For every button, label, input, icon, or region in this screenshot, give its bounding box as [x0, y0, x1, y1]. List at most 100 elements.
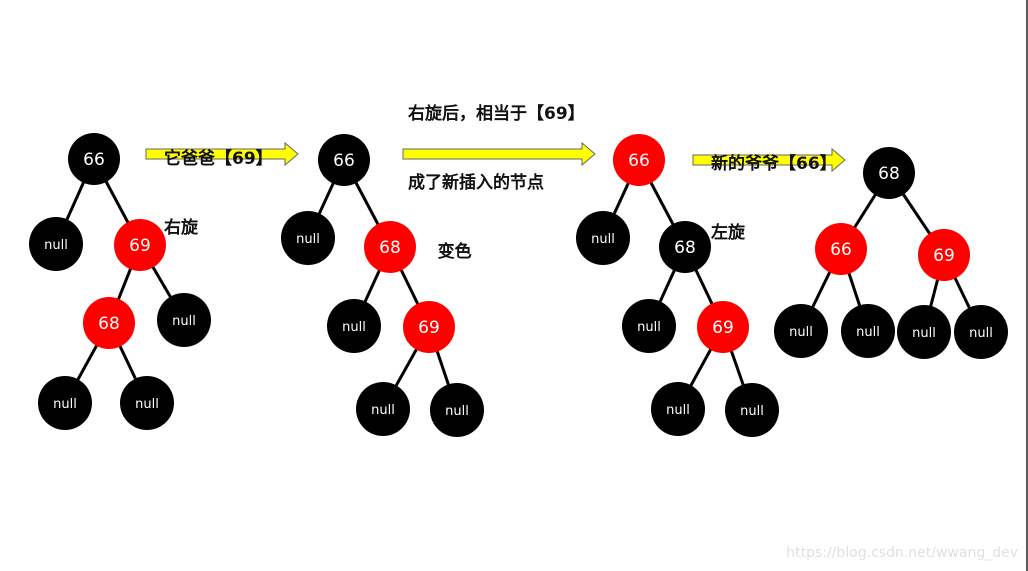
node-circle [659, 221, 711, 273]
null-leaf-node: null [327, 299, 381, 353]
tree-node-69: 69 [114, 219, 166, 271]
caption-after-rotate: 右旋后，相当于【69】 成了新插入的节点 变色 [408, 57, 585, 287]
node-label: null [591, 232, 615, 247]
caption-line: 它爸爸【69】 [164, 149, 273, 169]
null-leaf-node: null [29, 217, 83, 271]
null-leaf-node: null [622, 299, 676, 353]
caption-line: 变色 [408, 242, 472, 262]
node-circle [403, 301, 455, 353]
node-label: 68 [878, 164, 900, 184]
node-circle [364, 221, 416, 273]
tree-node-68: 68 [659, 221, 711, 273]
node-circle [613, 134, 665, 186]
node-label: 68 [379, 238, 401, 258]
node-label: 69 [712, 318, 734, 338]
node-circle [281, 211, 335, 265]
node-circle [897, 305, 951, 359]
null-leaf-node: null [725, 383, 779, 437]
tree-node-66: 66 [815, 223, 867, 275]
null-leaf-node: null [774, 304, 828, 358]
null-leaf-node: null [576, 211, 630, 265]
node-circle [356, 382, 410, 436]
node-label: null [44, 238, 68, 253]
tree-node-69: 69 [403, 301, 455, 353]
node-circle [157, 293, 211, 347]
node-circle [725, 383, 779, 437]
node-label: 66 [830, 240, 852, 260]
node-circle [38, 376, 92, 430]
watermark: https://blog.csdn.net/wwang_dev [786, 545, 1018, 561]
null-leaf-node: null [157, 293, 211, 347]
node-label: null [666, 403, 690, 418]
null-leaf-node: null [841, 304, 895, 358]
node-label: 66 [333, 151, 355, 171]
node-label: null [969, 326, 993, 341]
node-circle [841, 304, 895, 358]
tree-node-68: 68 [83, 297, 135, 349]
tree-node-66: 66 [318, 134, 370, 186]
node-circle [954, 305, 1008, 359]
null-leaf-node: null [897, 305, 951, 359]
tree-node-66: 66 [613, 134, 665, 186]
node-circle [651, 382, 705, 436]
node-circle [863, 147, 915, 199]
node-circle [918, 229, 970, 281]
node-label: 68 [674, 238, 696, 258]
node-label: 69 [933, 246, 955, 266]
caption-right-rotate: 它爸爸【69】 右旋 [164, 102, 273, 263]
right-border [1026, 0, 1028, 571]
caption-line: 新的爷爷【66】 [711, 154, 837, 174]
arrow-icon [402, 141, 596, 167]
node-label: null [371, 403, 395, 418]
node-label: null [740, 404, 764, 419]
null-leaf-node: null [954, 305, 1008, 359]
null-leaf-node: null [120, 376, 174, 430]
node-label: null [172, 314, 196, 329]
node-circle [114, 219, 166, 271]
node-label: null [856, 325, 880, 340]
node-label: null [53, 397, 77, 412]
tree-node-68: 68 [863, 147, 915, 199]
null-leaf-node: null [38, 376, 92, 430]
node-label: null [342, 320, 366, 335]
node-label: null [135, 397, 159, 412]
node-circle [68, 133, 120, 185]
node-circle [622, 299, 676, 353]
tree-node-68: 68 [364, 221, 416, 273]
null-leaf-node: null [651, 382, 705, 436]
caption-line: 右旋后，相当于【69】 [408, 104, 585, 124]
null-leaf-node: null [430, 383, 484, 437]
node-label: null [912, 326, 936, 341]
caption-line: 右旋 [164, 218, 198, 238]
tree-node-69: 69 [918, 229, 970, 281]
node-label: 68 [98, 314, 120, 334]
node-label: null [296, 232, 320, 247]
node-label: 66 [628, 151, 650, 171]
node-circle [83, 297, 135, 349]
tree-node-69: 69 [697, 301, 749, 353]
node-label: 69 [418, 318, 440, 338]
node-label: 69 [129, 236, 151, 256]
null-leaf-node: null [356, 382, 410, 436]
transition-arrows [145, 141, 846, 173]
caption-line: 左旋 [711, 223, 745, 243]
node-circle [29, 217, 83, 271]
arrow-icon [692, 147, 846, 173]
tree-nodes: 66 null 69 68 null null null 66 null 68 null 69 null… [29, 133, 1008, 437]
node-circle [318, 134, 370, 186]
node-circle [774, 304, 828, 358]
node-label: null [789, 325, 813, 340]
node-circle [430, 383, 484, 437]
caption-left-rotate: 新的爷爷【66】 左旋 [711, 107, 837, 268]
node-label: null [637, 320, 661, 335]
node-circle [120, 376, 174, 430]
caption-line: 成了新插入的节点 [408, 173, 544, 193]
arrow-icon [145, 141, 299, 167]
node-label: null [445, 404, 469, 419]
node-label: 66 [83, 150, 105, 170]
node-circle [697, 301, 749, 353]
tree-node-66: 66 [68, 133, 120, 185]
node-circle [576, 211, 630, 265]
node-circle [815, 223, 867, 275]
